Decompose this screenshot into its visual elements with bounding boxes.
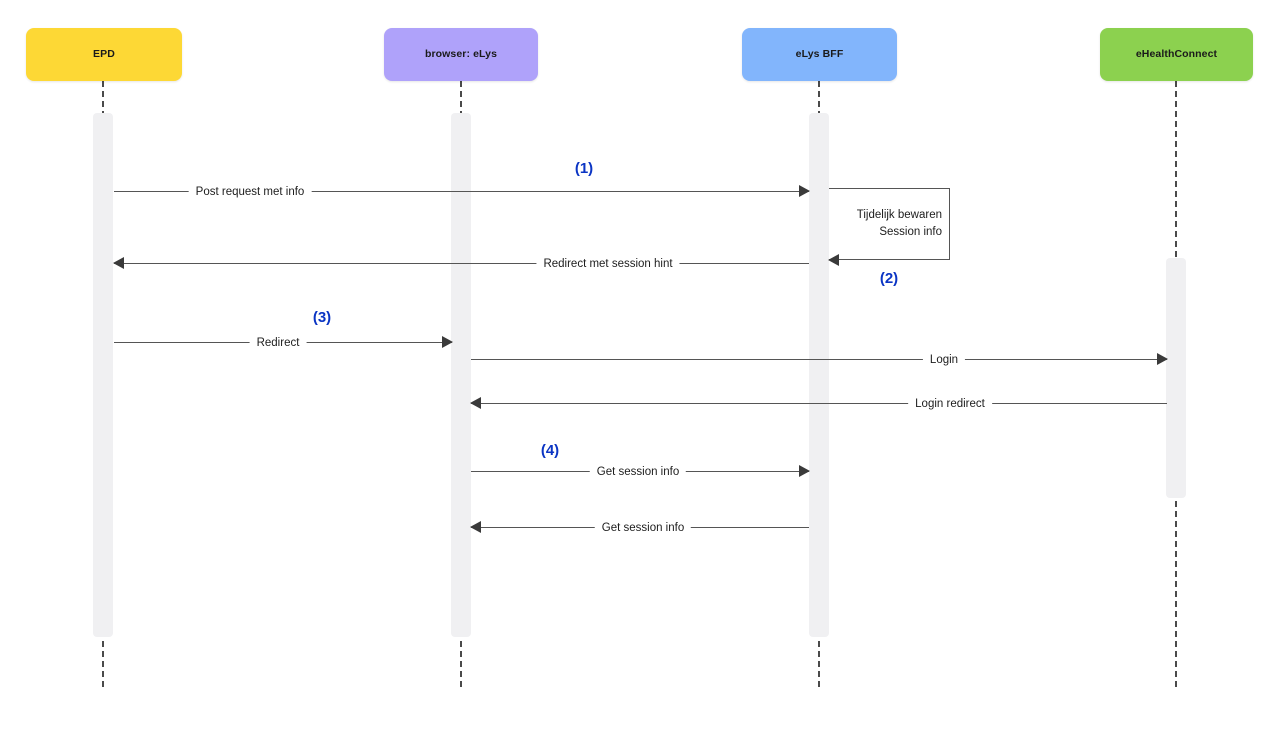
message-label: Get session info (594, 519, 692, 537)
message-line (471, 359, 1167, 360)
message-m3[interactable]: Redirect (114, 333, 453, 353)
step-badge-step3: (3) (312, 309, 332, 326)
message-label: Login redirect (908, 395, 992, 413)
self-message-segment-top (829, 188, 950, 189)
message-m5[interactable]: Login redirect (470, 394, 1167, 414)
participant-label: eLys BFF (795, 48, 844, 61)
arrowhead-icon (113, 257, 124, 269)
self-message-segment-bottom (829, 259, 950, 260)
participant-label: browser: eLys (424, 48, 498, 61)
participant-bff[interactable]: eLys BFF (742, 28, 897, 81)
participant-browser[interactable]: browser: eLys (384, 28, 538, 81)
message-line (471, 403, 1167, 404)
message-m4[interactable]: Login (471, 350, 1168, 370)
step-badge-step1: (1) (574, 160, 594, 177)
arrowhead-icon (470, 397, 481, 409)
message-label: Get session info (589, 463, 687, 481)
self-message-label-line1: Tijdelijk bewaren (856, 209, 942, 221)
message-line (114, 191, 809, 192)
participant-label: eHealthConnect (1135, 48, 1218, 61)
message-label: Redirect (249, 334, 307, 352)
message-line (114, 263, 809, 264)
message-label: Login (922, 351, 966, 369)
message-m6[interactable]: Get session info (471, 462, 810, 482)
activation-bar-epd (93, 113, 113, 637)
arrowhead-icon (799, 465, 810, 477)
participant-ehc[interactable]: eHealthConnect (1100, 28, 1253, 81)
step-badge-step2: (2) (879, 270, 899, 287)
arrowhead-icon (470, 521, 481, 533)
self-message-segment-right (949, 188, 950, 260)
participant-label: EPD (93, 48, 115, 61)
arrowhead-icon (799, 185, 810, 197)
activation-bar-browser (451, 113, 471, 637)
participant-epd[interactable]: EPD (26, 28, 182, 81)
message-m1[interactable]: Post request met info (114, 182, 810, 202)
activation-bar-ehc (1166, 258, 1186, 498)
self-message-label-line2: Session info (879, 226, 942, 238)
arrowhead-icon (442, 336, 453, 348)
message-m2[interactable]: Redirect met session hint (113, 254, 809, 274)
arrowhead-icon (1157, 353, 1168, 365)
activation-bar-bff (809, 113, 829, 637)
message-label: Redirect met session hint (536, 255, 680, 273)
arrowhead-icon (828, 254, 839, 266)
message-m7[interactable]: Get session info (470, 518, 809, 538)
message-label: Post request met info (188, 183, 312, 201)
step-badge-step4: (4) (540, 442, 560, 459)
